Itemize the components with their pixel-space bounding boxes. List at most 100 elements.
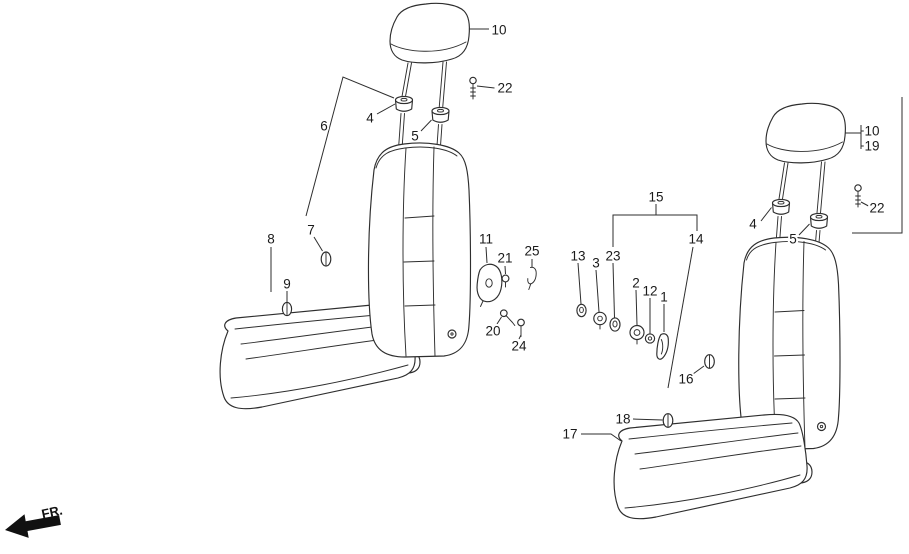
leader-18 [632,418,663,421]
cover-tab [480,300,484,307]
fr-direction-indicator: FR. [5,502,64,538]
callout-20: 20 [485,324,500,339]
callout-5-left: 5 [411,129,419,144]
callout-22-left: 22 [497,81,512,96]
callout-4-right: 4 [749,217,757,232]
leader-21 [504,265,506,275]
seat-back-stitch [802,241,806,450]
callout-7: 7 [307,223,315,238]
knob-body [593,311,607,326]
hinge-bolt-center [450,332,454,336]
knob-center [597,315,603,322]
adjuster-lever-part [656,333,669,360]
left-cushion-clip-part [281,301,293,317]
leader-lines [270,28,903,442]
cap-hole [579,306,584,314]
callout-8: 8 [267,232,275,247]
headrest-outline [765,102,846,164]
callout-6: 6 [320,119,328,134]
adjuster-knob-parts [576,303,669,360]
headrest-seam [766,141,843,152]
cushion-top-seam [628,422,793,440]
knob-center [633,329,641,336]
seat-back-stitch [432,146,436,357]
bolt-shaft [470,83,476,100]
seat-back-cross-seam [774,310,806,400]
callout-11: 11 [479,232,493,247]
seat-back-piping [375,146,458,169]
recliner-cover-part [476,263,503,307]
recliner-cover-bolt-part [501,274,510,288]
guide-flange [809,212,829,222]
callout-19: 19 [864,139,879,154]
leader-5-left [420,119,432,132]
seat-back-stitch [402,147,407,357]
callout-23: 23 [605,249,620,264]
leader-7 [313,236,323,252]
cushion-seam [634,432,799,455]
callout-13: 13 [570,249,585,264]
leader-13 [577,262,582,305]
knob-body [644,333,656,344]
seat-back-cross-seam [403,215,436,307]
screw-shaft [505,315,516,326]
right-seat-back-clip-part [704,354,715,369]
leader-4-left [376,103,396,115]
callout-3: 3 [592,256,600,271]
fr-label: FR. [40,502,64,521]
bolt-shaft [855,190,861,208]
right-seat [613,102,862,520]
knob-d-part [629,324,645,345]
bracket-right [852,97,903,234]
right-seat-cushion [613,413,813,520]
leader-2 [635,289,638,326]
clip-tail [528,283,532,290]
callout-10-right: 10 [864,124,879,139]
bolt-head [501,274,510,283]
cushion-front-seam [230,364,409,399]
knob-cap-a-part [576,303,587,318]
callout-15: 15 [648,190,663,205]
callout-16: 16 [678,372,693,387]
guide-flange [771,198,791,208]
left-headrest-guide-b-part [431,106,450,123]
left-seat-back [367,142,472,358]
post-line [816,161,826,214]
cushion-outline [613,413,808,520]
callout-24: 24 [511,339,527,354]
screw-head [499,309,508,318]
screw-head [517,318,525,327]
callout-5-right: 5 [789,232,797,247]
seat-back-outline [367,142,472,358]
callout-labels: 10 22 6 4 5 7 8 9 11 21 25 20 24 15 14 1… [265,21,886,444]
callout-21: 21 [497,251,512,266]
leader-17 [581,433,622,442]
left-seat [219,2,537,410]
post-line [778,162,789,200]
leader-10-19-right [845,125,865,149]
knob-b-part [593,311,607,330]
right-cushion-clip-part [662,413,674,428]
knob-e-part [644,333,656,344]
guide-slot [777,200,785,205]
clip-hook [527,266,537,285]
cap-body [576,303,587,318]
guide-slot [815,214,823,219]
bolt-head [854,184,862,192]
leader-16 [692,365,705,375]
left-seat-cushion [219,303,421,410]
callout-10-left: 10 [491,23,506,38]
cover-outline [476,263,503,303]
callout-25: 25 [524,244,539,259]
left-headrest-part [389,2,470,64]
callout-12: 12 [642,284,657,299]
leader-23 [612,262,615,318]
hinge-bolt-center [819,424,824,429]
callout-17: 17 [562,427,577,442]
lever-seam [660,339,664,355]
bracket-15 [612,214,698,247]
knob-cap-c-part [609,317,621,332]
right-headrest-mount-bolt-part [854,184,862,208]
cap-hole [612,320,618,328]
knob-body [629,324,645,341]
